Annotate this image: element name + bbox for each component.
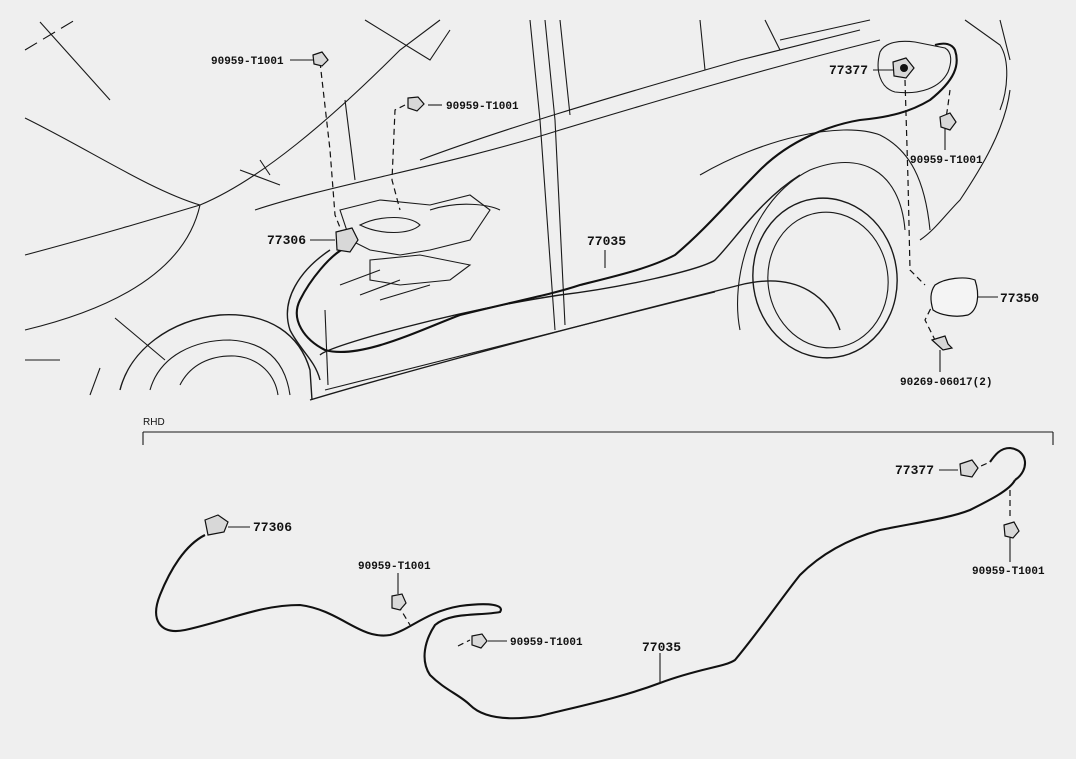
lever-icon: [335, 227, 359, 253]
label-screw-top: 90269-06017(2): [900, 377, 992, 389]
label-lever-bottom: 77306: [253, 520, 292, 535]
clip-icon: [1003, 521, 1020, 539]
cable-77035-bottom: [155, 479, 1016, 720]
label-lock-top: 77377: [829, 63, 868, 78]
fuel-lid-icon: [930, 277, 979, 317]
rhd-bracket: [142, 431, 1054, 445]
label-clip-bottom-middle: 90959-T1001: [510, 637, 583, 649]
label-clip-top-middle: 90959-T1001: [446, 101, 519, 113]
clip-icon: [391, 593, 407, 611]
label-lock-bottom: 77377: [895, 463, 934, 478]
lock-icon: [959, 459, 979, 478]
label-clip-bottom-right: 90959-T1001: [972, 566, 1045, 578]
vehicle-body-outline: [24, 19, 1011, 401]
label-cable-top: 77035: [587, 234, 626, 249]
label-cable-bottom: 77035: [642, 640, 681, 655]
label-clip-bottom-left: 90959-T1001: [358, 561, 431, 573]
label-clip-top-right: 90959-T1001: [910, 155, 983, 167]
clip-icon: [407, 96, 425, 112]
clip-icon: [939, 112, 957, 131]
lock-icon: [892, 57, 915, 79]
label-lid-top: 77350: [1000, 291, 1039, 306]
screw-icon: [930, 335, 954, 351]
section-label-rhd: RHD: [143, 417, 165, 428]
label-clip-top-left: 90959-T1001: [211, 56, 284, 68]
label-lever-top: 77306: [267, 233, 306, 248]
cable-77035-top: [295, 42, 958, 354]
clip-icon: [471, 633, 488, 649]
lever-icon: [204, 514, 229, 536]
clip-icon: [312, 51, 329, 67]
